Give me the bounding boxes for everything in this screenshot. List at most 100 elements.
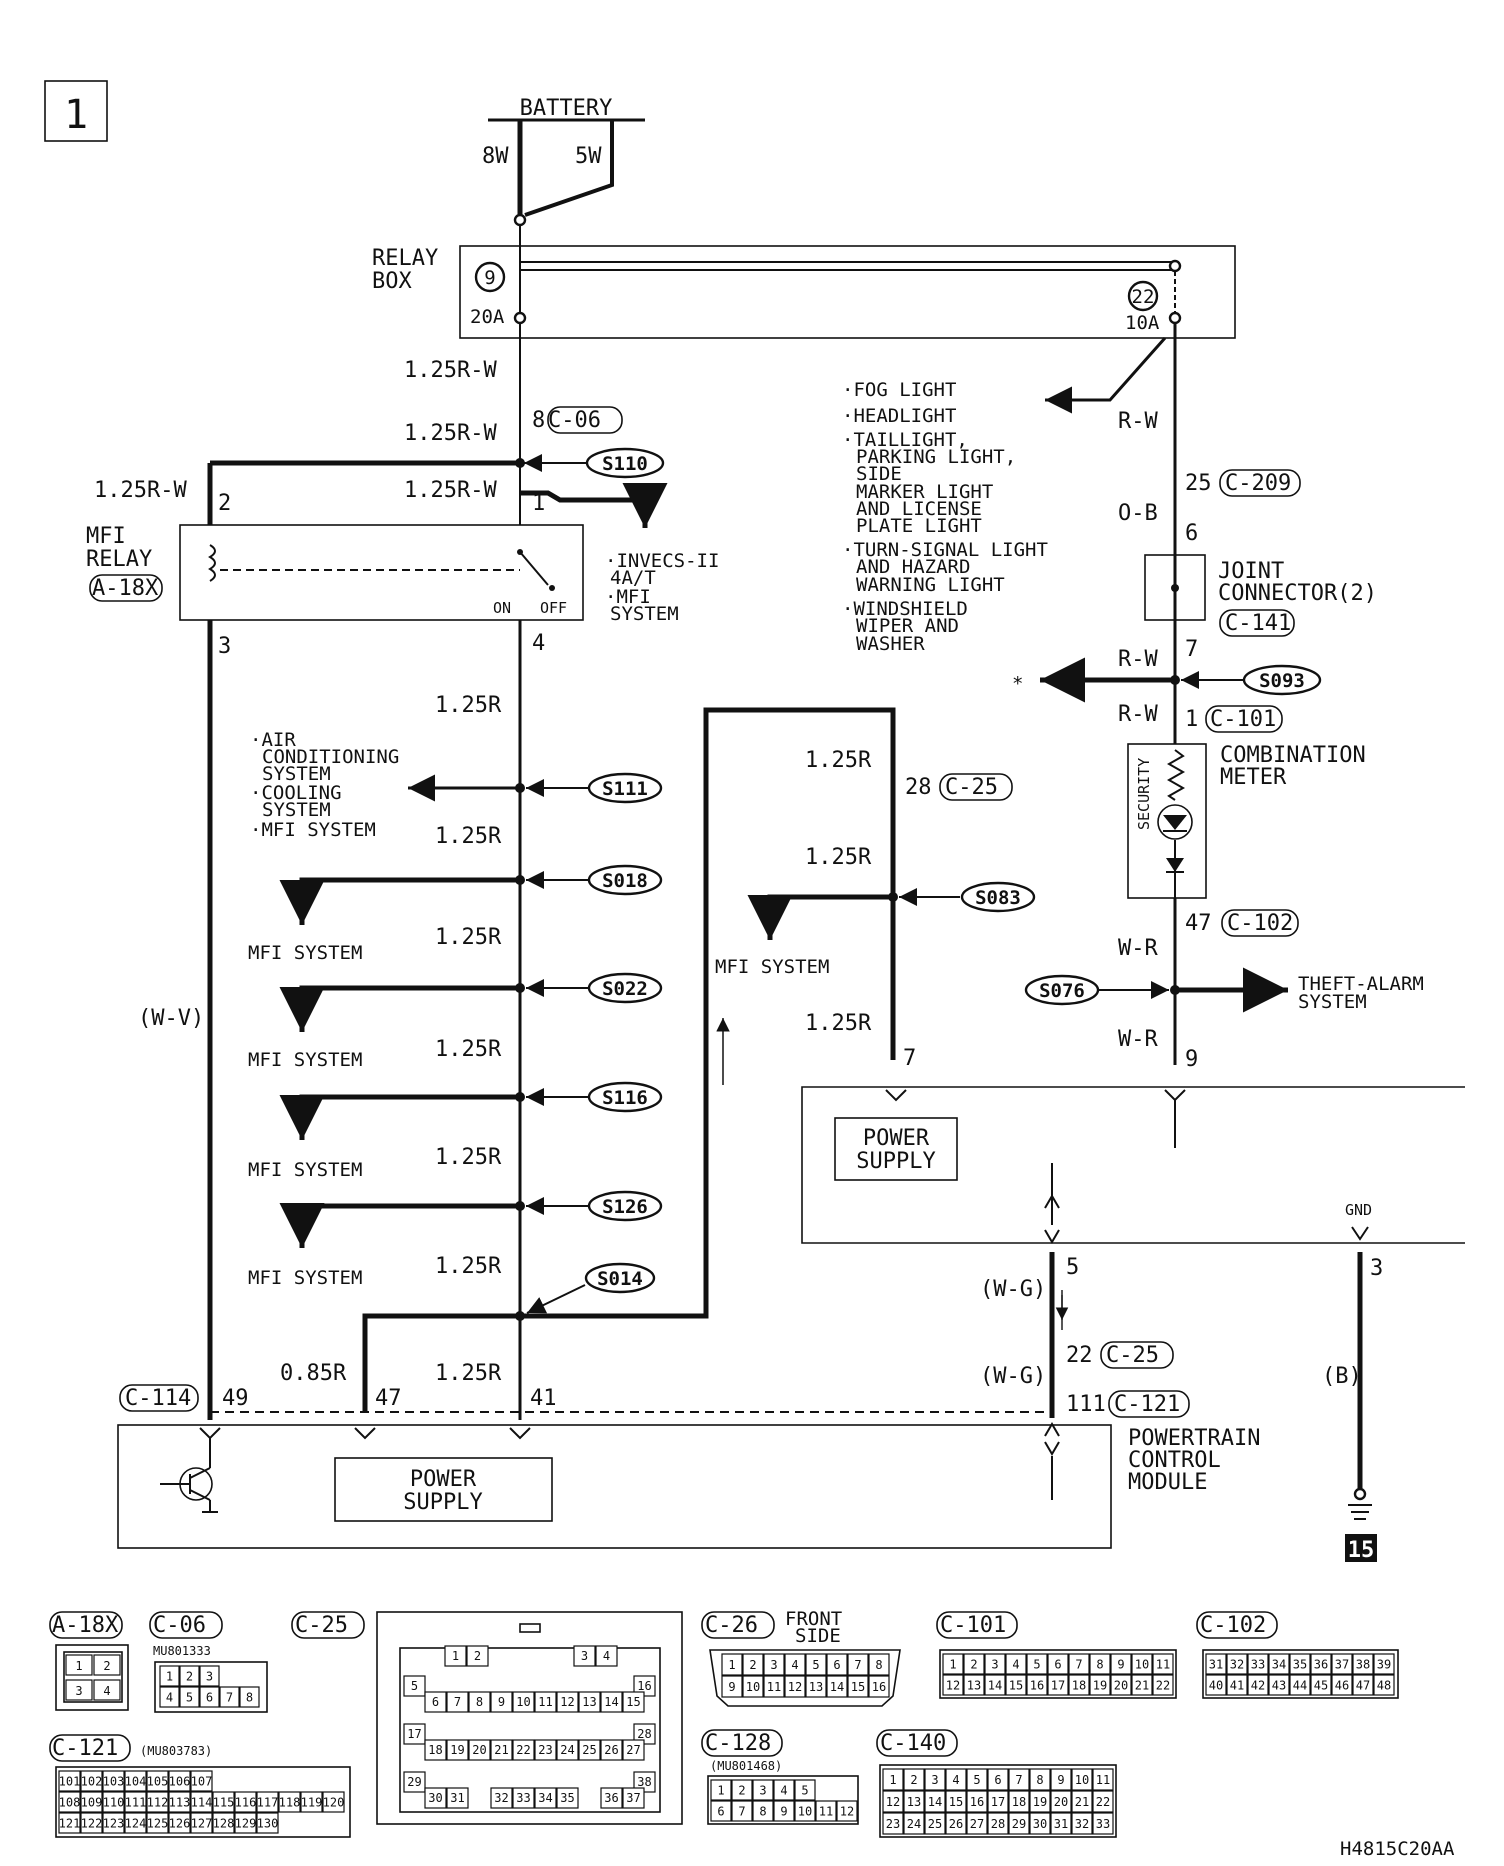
c128-cell-7: 7 [738, 1804, 745, 1818]
c102-cell-44: 44 [1293, 1678, 1307, 1692]
c25-cell-20: 20 [472, 1743, 486, 1757]
c25-cell-box [424, 1787, 447, 1809]
wire-label-ob: O-B [1118, 501, 1158, 526]
c121-cell-box [212, 1791, 235, 1813]
c121-cell-112: 112 [147, 1795, 169, 1809]
c101-cell-box [1026, 1653, 1048, 1675]
c128-cell-box [752, 1779, 774, 1801]
mfi-system-label-2: MFI SYSTEM [248, 1049, 362, 1071]
c140-cell-box [924, 1768, 946, 1791]
splice-s110: S110 [515, 447, 665, 479]
c140-cell-28: 28 [991, 1817, 1005, 1831]
c121-cell-110: 110 [103, 1795, 125, 1809]
relay-on-label: ON [493, 599, 511, 617]
c101-cell-box [942, 1653, 964, 1675]
c121-cell-box [80, 1812, 103, 1834]
c121-cell-117: 117 [257, 1795, 279, 1809]
c25-cell-19: 19 [450, 1743, 464, 1757]
relay-off-label: OFF [540, 599, 567, 617]
c140-cell-29: 29 [1012, 1817, 1026, 1831]
c06-cell-6: 6 [206, 1690, 213, 1704]
wire-label-wv: (W-V) [138, 1006, 204, 1031]
c25-cell-box [600, 1787, 623, 1809]
c26-cell-6: 6 [833, 1658, 840, 1672]
c25-cell-box [424, 1739, 447, 1761]
c26-cell-box [763, 1675, 785, 1698]
c128-cell-2: 2 [738, 1783, 745, 1797]
c25-cell-37: 37 [626, 1791, 640, 1805]
connector-c06: C-06 [548, 408, 601, 433]
theft-label-2: SYSTEM [1298, 991, 1367, 1013]
c140-cell-21: 21 [1075, 1795, 1089, 1809]
c128-cell-6: 6 [717, 1804, 724, 1818]
c26-cell-box [784, 1675, 806, 1698]
c140-cell-box [966, 1790, 988, 1813]
pin-47: 47 [1185, 911, 1212, 936]
c121-cell-121: 121 [59, 1816, 81, 1830]
fuse-left-number: 9 [484, 267, 495, 289]
c26-cell-13: 13 [809, 1680, 823, 1694]
c140-cell-6: 6 [994, 1773, 1001, 1787]
c101-cell-box [1005, 1674, 1027, 1696]
c26-cell-box [742, 1675, 764, 1698]
c140-cell-box [945, 1768, 967, 1791]
combo-label-1: COMBINATION [1220, 743, 1366, 768]
c25-cell-14: 14 [604, 1695, 618, 1709]
c128-cell-box [794, 1779, 816, 1801]
c25-cell-box [600, 1739, 623, 1761]
c140-cell-box [924, 1812, 946, 1835]
c102-cell-box [1373, 1653, 1395, 1675]
lights-note-6: MARKER LIGHT [856, 481, 993, 503]
pcm-power-supply-2: SUPPLY [403, 1490, 482, 1515]
c25-cell-box [573, 1645, 596, 1667]
c102-cell-32: 32 [1230, 1657, 1244, 1671]
wire-label-r6: 1.25R [435, 1254, 502, 1279]
c25-cell-32: 32 [494, 1791, 508, 1805]
pcm-label-2: CONTROL [1128, 1448, 1221, 1473]
c26-cell-box [805, 1653, 827, 1676]
c25-cell-29: 29 [407, 1775, 421, 1789]
c128-cell-box [836, 1800, 858, 1822]
c121-cell-box [58, 1770, 81, 1792]
c26-cell-4: 4 [791, 1658, 798, 1672]
c102-cell-box [1205, 1674, 1227, 1696]
c101-cell-10: 10 [1135, 1657, 1149, 1671]
pin-6: 6 [1185, 521, 1198, 546]
c101-cell-18: 18 [1072, 1678, 1086, 1692]
c128-cell-box [710, 1779, 732, 1801]
c101-cell-14: 14 [988, 1678, 1002, 1692]
pcm-label-3: MODULE [1128, 1470, 1207, 1495]
mfi-relay-label-2: RELAY [86, 547, 152, 572]
c102-cell-47: 47 [1356, 1678, 1370, 1692]
lights-note-10: AND HAZARD [856, 556, 970, 578]
c121-cell-box [146, 1770, 169, 1792]
joint-label-1: JOINT [1218, 559, 1284, 584]
c140-cell-box [1050, 1790, 1072, 1813]
c121-cell-box [168, 1812, 191, 1834]
c25-cell-21: 21 [494, 1743, 508, 1757]
wire-label-r5: 1.25R [435, 1145, 502, 1170]
connector-c101: C-101 [1210, 707, 1276, 732]
c06-cell-3: 3 [206, 1669, 213, 1683]
face-c128-part: (MU801468) [710, 1759, 782, 1773]
c25-cell-box [622, 1739, 645, 1761]
pin-1: 1 [532, 491, 545, 516]
c101-cell-4: 4 [1012, 1657, 1019, 1671]
c140-cell-1: 1 [889, 1773, 896, 1787]
c121-cell-box [322, 1791, 345, 1813]
c25-cell-box [556, 1787, 579, 1809]
main-feed-wire [207, 323, 668, 1420]
c121-cell-box [102, 1770, 125, 1792]
pin-1b: 1 [1185, 707, 1198, 732]
c26-cell-box [763, 1653, 785, 1676]
c25-cell-box [466, 1645, 489, 1667]
c26-cell-box [742, 1653, 764, 1676]
c101-cell-box [942, 1674, 964, 1696]
c128-cell-box [710, 1800, 732, 1822]
c101-cell-8: 8 [1096, 1657, 1103, 1671]
mfi-system-label-1: MFI SYSTEM [248, 942, 362, 964]
c140-cell-box [903, 1812, 925, 1835]
c101-cell-7: 7 [1075, 1657, 1082, 1671]
c06-cell-2: 2 [186, 1669, 193, 1683]
